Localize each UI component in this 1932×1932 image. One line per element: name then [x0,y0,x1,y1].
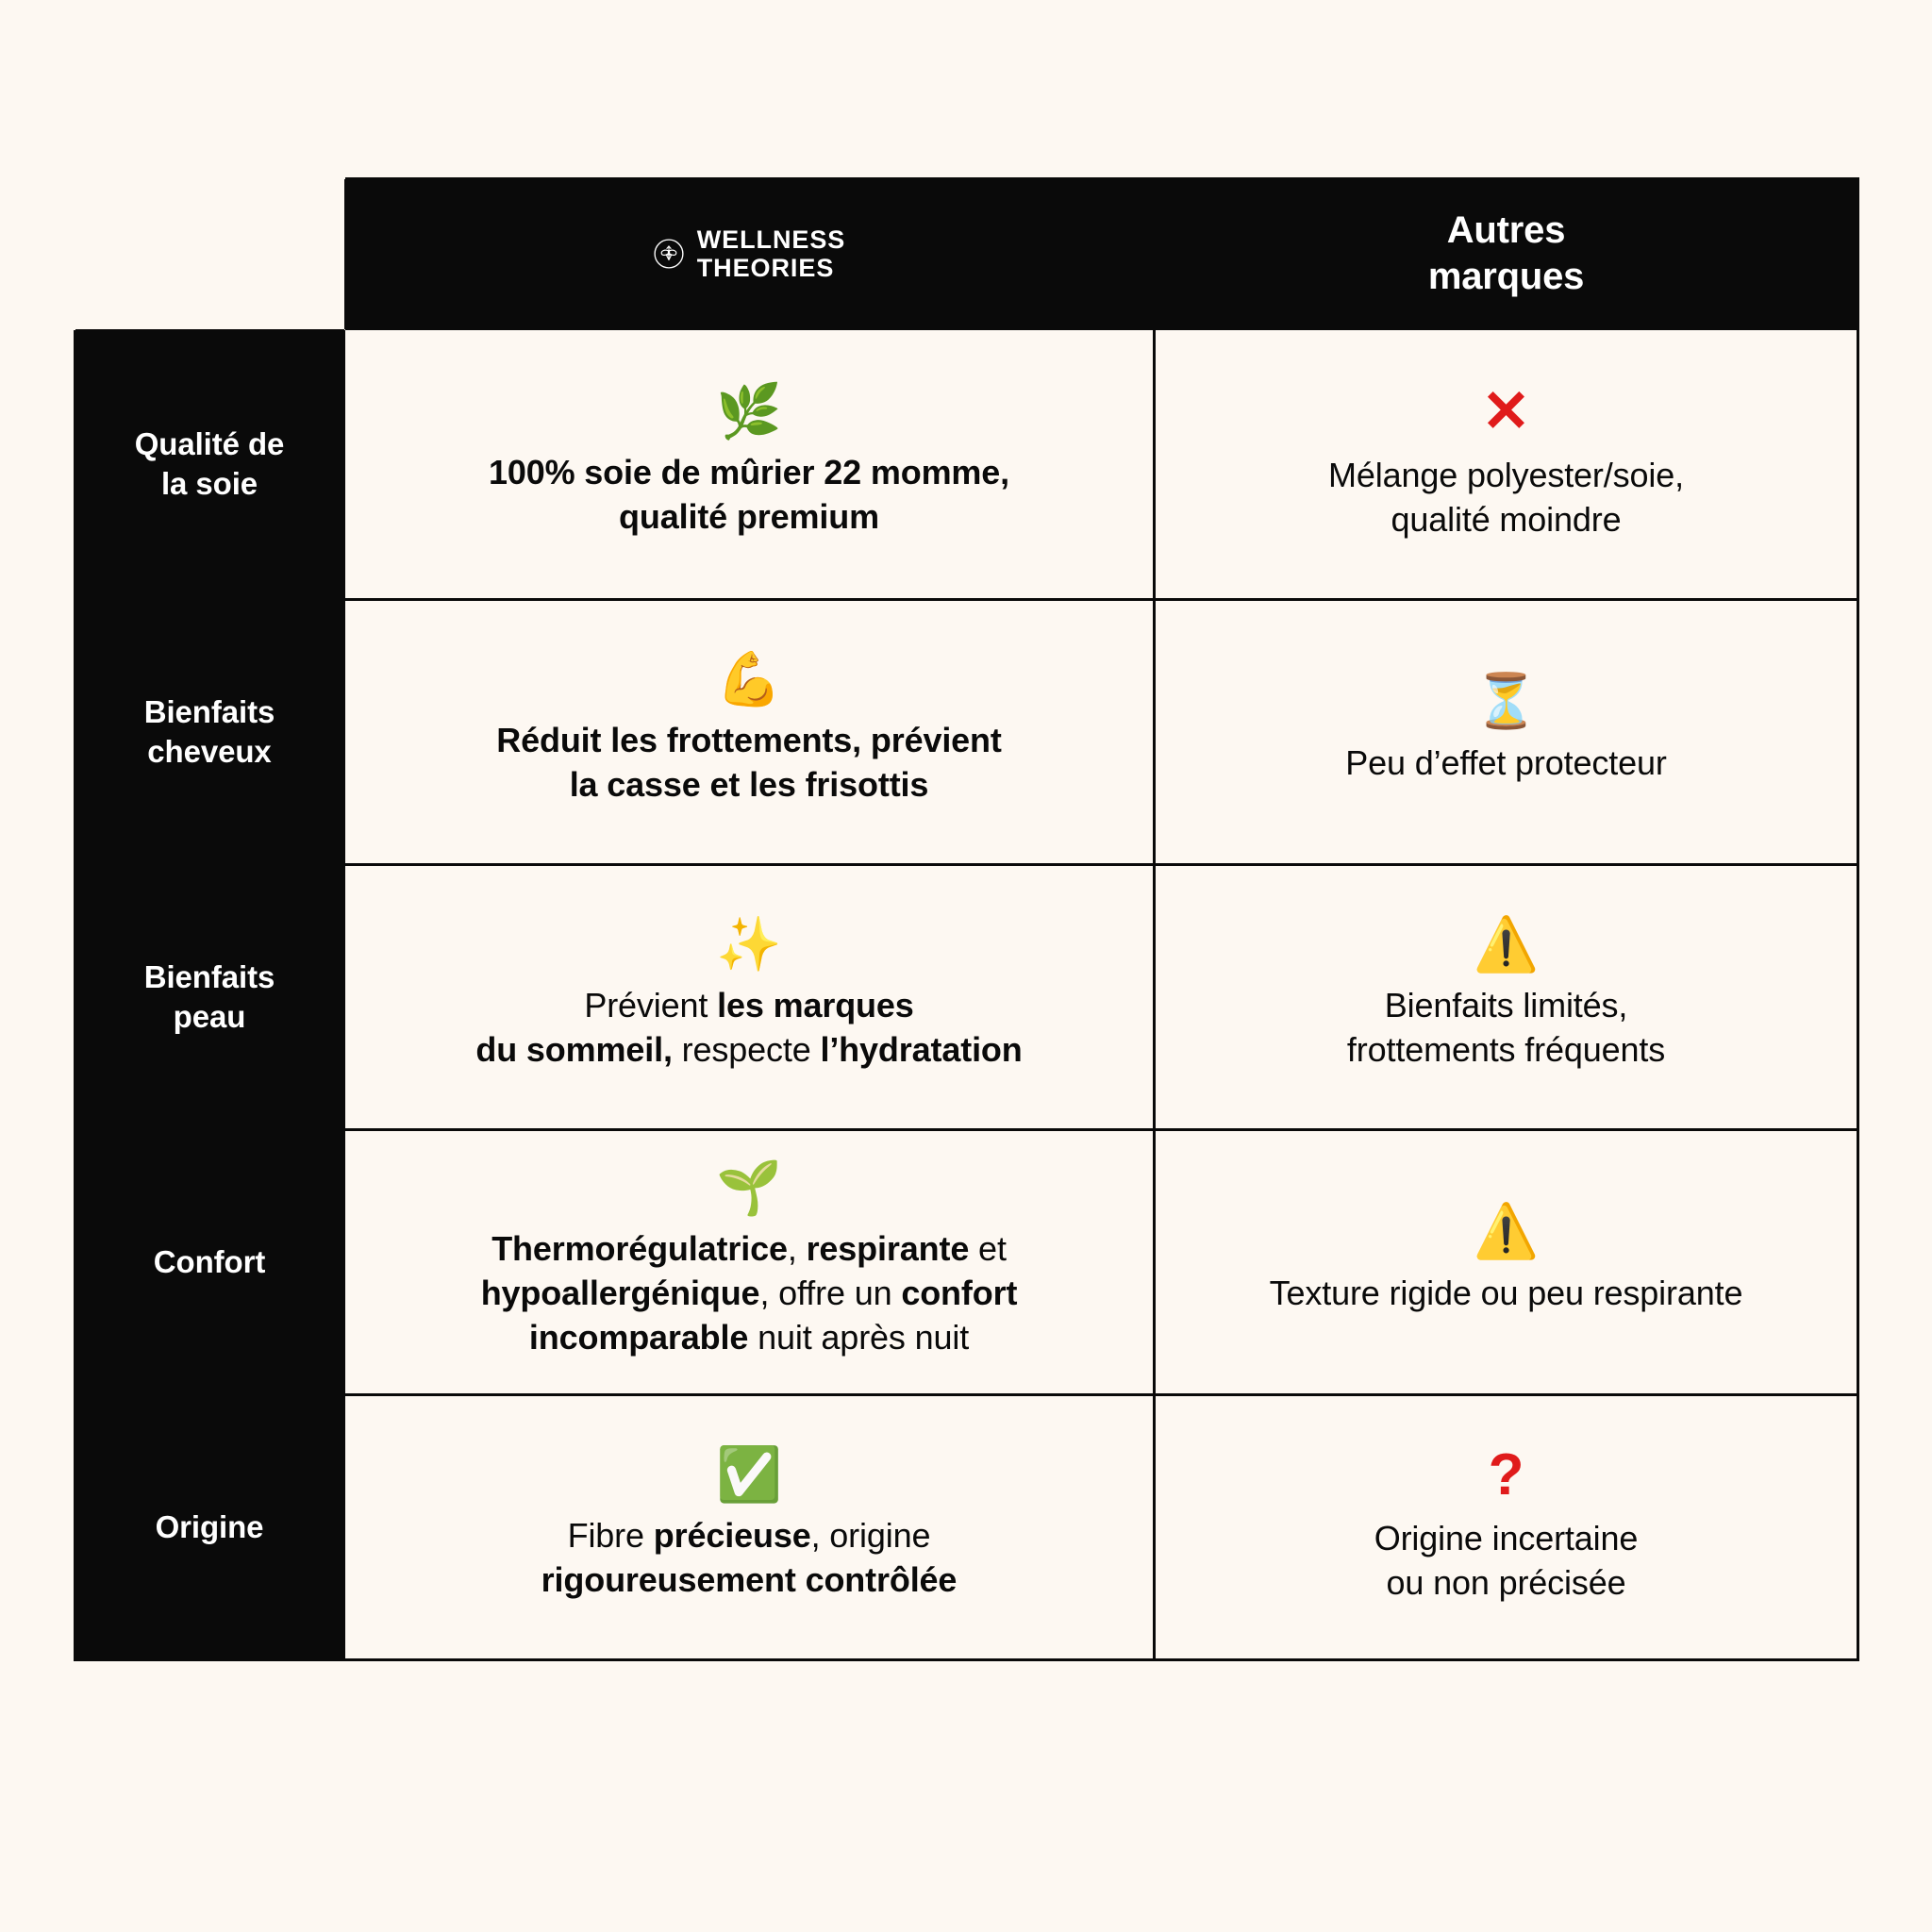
question-mark-icon: ? [1488,1441,1524,1507]
table-row: Confort 🌱 Thermorégulatrice, respirante … [74,1128,1859,1396]
text-seg-3: l’hydratation [820,1030,1023,1070]
cell-other-silk-quality: ✕ Mélange polyester/soie, qualité moindr… [1153,327,1859,601]
cell-brand-origin: ✅ Fibre précieuse, origine rigoureusemen… [342,1393,1156,1661]
row-label-line2: peau [173,999,246,1034]
text-seg-7: nuit après nuit [748,1317,970,1357]
text-seg-0: Fibre [567,1516,654,1556]
text-line1: Mélange polyester/soie, [1328,456,1684,495]
text-seg-2: respecte [672,1030,821,1070]
text-line2: frottements fréquents [1346,1030,1666,1070]
row-label-line1: Bienfaits [143,693,275,729]
cell-brand-origin-text: Fibre précieuse, origine rigoureusement … [387,1514,1111,1603]
brand-name-line1: WELLNESS [696,225,846,254]
hourglass-emoji-icon: ⏳ [1473,671,1540,733]
text-seg-1b: du sommeil, [475,1030,673,1070]
text-line2: qualité premium [619,497,879,537]
row-label-line1: Origine [155,1508,264,1544]
text-seg-1: les marques [717,986,914,1025]
cell-brand-comfort-text: Thermorégulatrice, respirante et hypoall… [387,1227,1111,1359]
text-line1: Bienfaits limités, [1384,986,1628,1025]
text-seg-4: hypoallergénique [480,1273,760,1312]
text-line2: la casse et les frisottis [569,765,929,805]
cell-other-origin-text: Origine incertaine ou non précisée [1188,1517,1824,1606]
text-seg-5: , offre un [759,1273,902,1312]
cell-brand-silk-quality-text: 100% soie de mûrier 22 momme, qualité pr… [387,451,1111,540]
text-seg-2: , origine [810,1516,931,1556]
cell-brand-skin-benefits: ✨ Prévient les marques du sommeil, respec… [342,863,1156,1131]
warning-emoji-icon: ⚠️ [1473,1201,1540,1263]
cell-other-silk-quality-text: Mélange polyester/soie, qualité moindre [1188,454,1824,542]
bee-circle-logo-icon [653,238,685,270]
other-brands-line1: Autres [1446,209,1566,252]
cross-mark-icon: ✕ [1481,378,1531,444]
other-brands-line2: marques [1427,256,1585,297]
row-label-line1: Bienfaits [143,958,275,994]
table-row: Origine ✅ Fibre précieuse, origine rigou… [74,1393,1859,1661]
row-label-line1: Qualité de [134,425,285,461]
text-line2: qualité moindre [1391,500,1622,540]
text-line1: Réduit les frottements, prévient [496,721,1002,760]
herb-emoji-icon: 🌿 [716,381,782,443]
header-brand-column: WELLNESS THEORIES [342,177,1156,330]
row-label-line2: la soie [160,466,258,501]
cell-brand-skin-benefits-text: Prévient les marques du sommeil, respecte… [387,984,1111,1073]
cell-other-comfort: ⚠️ Texture rigide ou peu respirante [1153,1128,1859,1396]
header-empty-corner [75,179,344,329]
row-label-line1: Confort [153,1243,266,1279]
cell-other-hair-benefits-text: Peu d’effet protecteur [1188,741,1824,786]
cell-other-skin-benefits-text: Bienfaits limités, frottements fréquents [1188,984,1824,1073]
row-label-silk-quality: Qualité de la soie [74,327,345,601]
text-seg-0: Thermorégulatrice [491,1228,788,1268]
flexed-biceps-emoji-icon: 💪 [716,649,782,711]
text-line1: Origine incertaine [1374,1519,1639,1558]
brand-comparison-table: WELLNESS THEORIES Autres marques Qual [74,177,1859,1661]
header-other-column: Autres marques [1153,177,1859,330]
cell-brand-hair-benefits: 💪 Réduit les frottements, prévient la ca… [342,598,1156,866]
brand-name-line2: THEORIES [696,254,835,282]
cell-brand-hair-benefits-text: Réduit les frottements, prévient la cass… [387,719,1111,808]
cell-brand-silk-quality: 🌿 100% soie de mûrier 22 momme, qualité … [342,327,1156,601]
row-label-comfort: Confort [74,1128,345,1396]
row-label-hair-benefits: Bienfaits cheveux [74,598,345,866]
text-seg-1: , [787,1228,807,1268]
text-seg-1: précieuse [653,1516,811,1556]
text-seg-3: et [969,1228,1007,1268]
cell-brand-comfort: 🌱 Thermorégulatrice, respirante et hypoa… [342,1128,1156,1396]
table-row: Bienfaits peau ✨ Prévient les marques du … [74,863,1859,1131]
row-label-skin-benefits: Bienfaits peau [74,863,345,1131]
row-label-origin: Origine [74,1393,345,1661]
cell-other-comfort-text: Texture rigide ou peu respirante [1188,1272,1824,1316]
table-header-row: WELLNESS THEORIES Autres marques [75,177,1859,330]
text-seg-6: confort incomparable [528,1273,1018,1357]
text-seg-0: Prévient [584,986,718,1025]
cell-other-skin-benefits: ⚠️ Bienfaits limités, frottements fréque… [1153,863,1859,1131]
check-mark-button-emoji-icon: ✅ [716,1444,782,1507]
sparkles-emoji-icon: ✨ [716,914,782,976]
text-seg-3: rigoureusement contrôlée [541,1560,958,1600]
seedling-emoji-icon: 🌱 [716,1157,782,1219]
row-label-line2: cheveux [147,734,272,769]
text-line2: ou non précisée [1386,1563,1626,1603]
cell-other-hair-benefits: ⏳ Peu d’effet protecteur [1153,598,1859,866]
cell-other-origin: ? Origine incertaine ou non précisée [1153,1393,1859,1661]
text-line1: 100% soie de mûrier 22 momme, [488,453,1010,492]
table-row: Bienfaits cheveux 💪 Réduit les frottemen… [74,598,1859,866]
warning-emoji-icon: ⚠️ [1473,914,1540,976]
table-row: Qualité de la soie 🌿 100% soie de mûrier… [74,327,1859,601]
text-line1: Peu d’effet protecteur [1345,742,1667,782]
text-line1: Texture rigide ou peu respirante [1269,1273,1743,1312]
text-seg-2: respirante [806,1228,970,1268]
